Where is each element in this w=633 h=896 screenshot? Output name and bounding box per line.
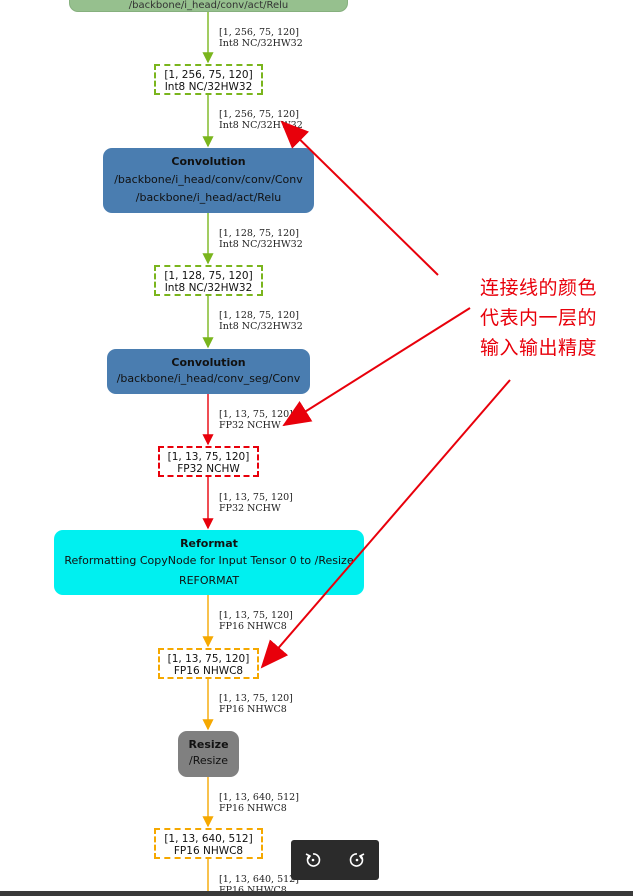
layer-title: Convolution	[171, 356, 246, 369]
layer-node-resize[interactable]: Resize /Resize	[178, 731, 239, 777]
layer-title: Reformat	[180, 537, 238, 550]
layer-title: Resize	[188, 738, 229, 751]
layer-node-convolution-2[interactable]: Convolution /backbone/i_head/conv_seg/Co…	[107, 349, 310, 394]
top-node-relu[interactable]: /backbone/i_head/conv/act/Relu	[69, 0, 348, 12]
annotation-text: 连接线的颜色 代表内一层的 输入输出精度	[480, 277, 598, 359]
tensor-node-2[interactable]: [1, 128, 75, 120] Int8 NC/32HW32	[154, 265, 263, 296]
tensor-node-5[interactable]: [1, 13, 640, 512] FP16 NHWC8	[154, 828, 263, 859]
bottom-scrollbar[interactable]	[0, 891, 633, 896]
layer-title: Convolution	[171, 155, 246, 168]
layer-node-convolution-1[interactable]: Convolution /backbone/i_head/conv/conv/C…	[103, 148, 314, 213]
edge-label-3: [1, 128, 75, 120]Int8 NC/32HW32	[219, 228, 303, 250]
edge-label-9: [1, 13, 640, 512]FP16 NHWC8	[219, 792, 299, 814]
layer-node-reformat[interactable]: Reformat Reformatting CopyNode for Input…	[54, 530, 364, 595]
edge-label-1: [1, 256, 75, 120]Int8 NC/32HW32	[219, 27, 303, 49]
tensor-node-3[interactable]: [1, 13, 75, 120] FP32 NCHW	[158, 446, 259, 477]
edge-label-10: [1, 13, 640, 512]FP16 NHWC8	[219, 874, 299, 896]
edge-label-8: [1, 13, 75, 120]FP16 NHWC8	[219, 693, 293, 715]
tensor-node-4[interactable]: [1, 13, 75, 120] FP16 NHWC8	[158, 648, 259, 679]
edge-label-7: [1, 13, 75, 120]FP16 NHWC8	[219, 610, 293, 632]
image-toolbar	[291, 840, 379, 880]
edge-label-5: [1, 13, 75, 120]FP32 NCHW	[219, 409, 293, 431]
rotate-left-icon[interactable]	[301, 848, 325, 872]
edge-label-4: [1, 128, 75, 120]Int8 NC/32HW32	[219, 310, 303, 332]
edge-label-2: [1, 256, 75, 120]Int8 NC/32HW32	[219, 109, 303, 131]
rotate-right-icon[interactable]	[345, 848, 369, 872]
top-node-label: /backbone/i_head/conv/act/Relu	[128, 0, 289, 11]
edge-label-6: [1, 13, 75, 120]FP32 NCHW	[219, 492, 293, 514]
tensor-node-1[interactable]: [1, 256, 75, 120] Int8 NC/32HW32	[154, 64, 263, 95]
